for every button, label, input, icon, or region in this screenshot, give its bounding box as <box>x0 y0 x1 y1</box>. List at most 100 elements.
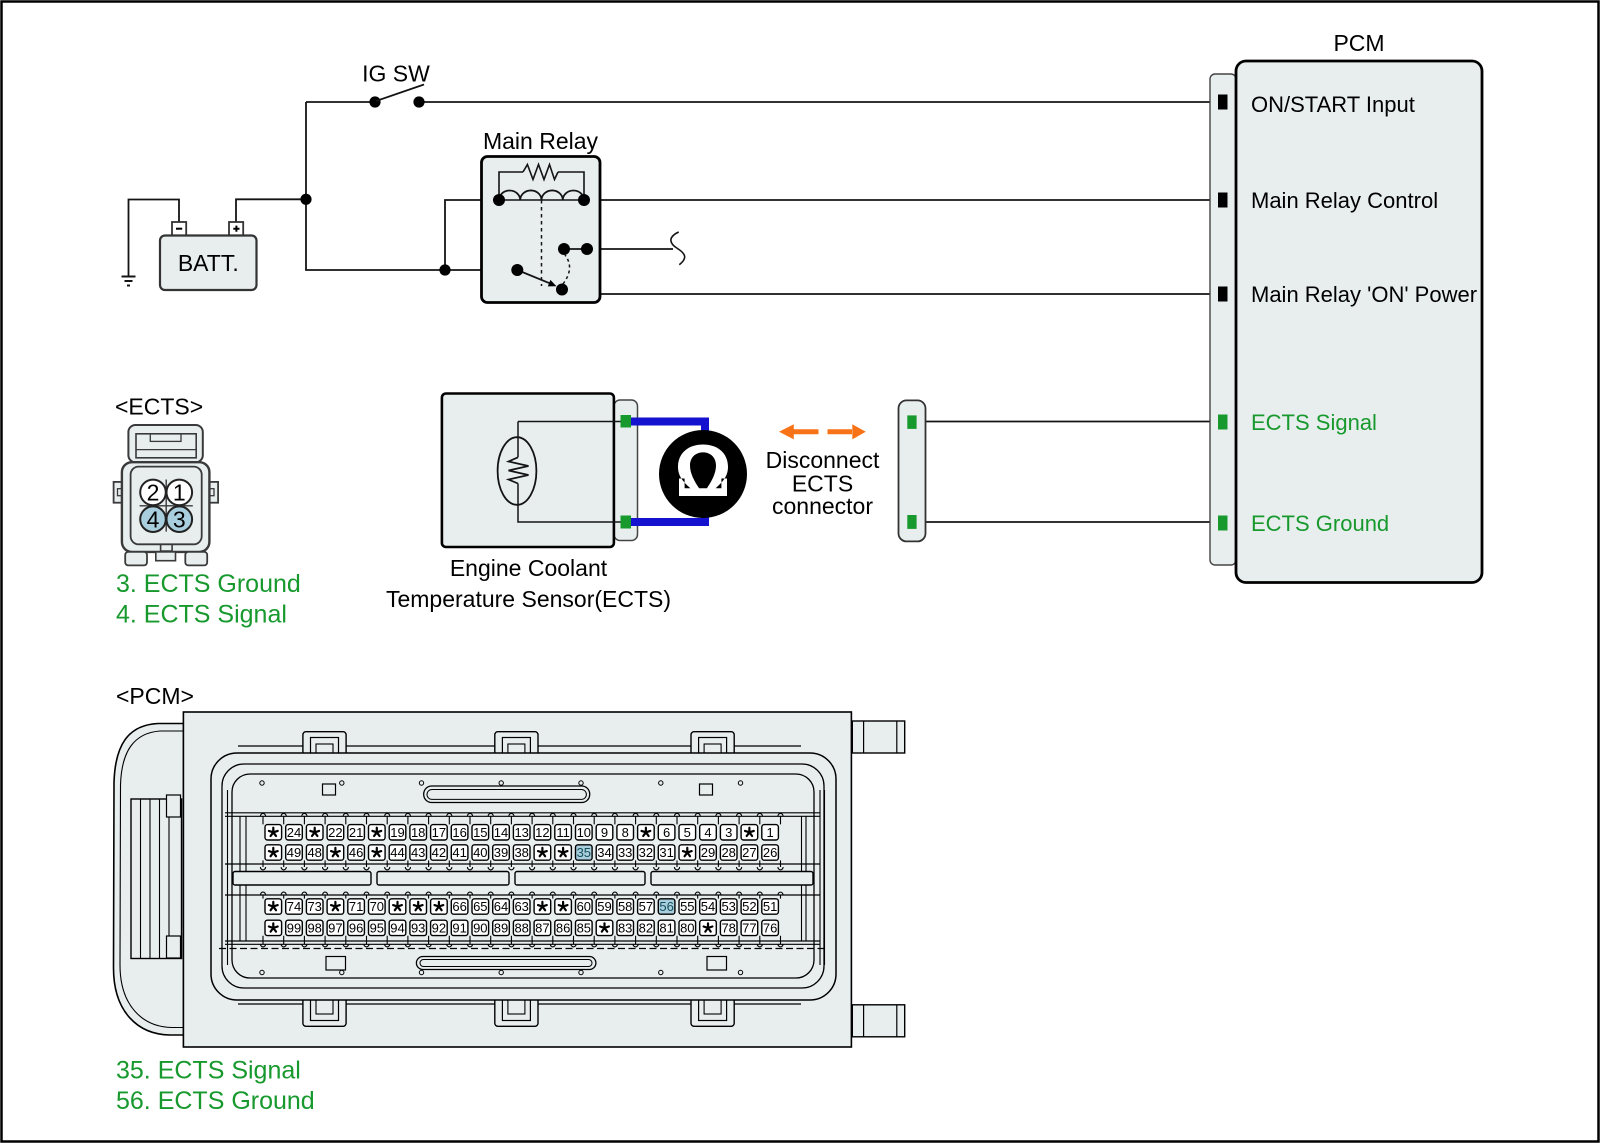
svg-text:73: 73 <box>307 899 321 914</box>
svg-text:63: 63 <box>514 899 528 914</box>
svg-text:26: 26 <box>763 845 777 860</box>
svg-text:59: 59 <box>597 899 611 914</box>
svg-text:66: 66 <box>452 899 466 914</box>
svg-text:Main Relay Control: Main Relay Control <box>1251 188 1438 213</box>
svg-text:<PCM>: <PCM> <box>116 683 194 709</box>
svg-text:87: 87 <box>535 921 549 936</box>
svg-text:14: 14 <box>494 825 508 840</box>
svg-text:3: 3 <box>173 507 186 533</box>
svg-text:39: 39 <box>494 845 508 860</box>
svg-text:ECTS: ECTS <box>792 470 853 496</box>
svg-text:PCM: PCM <box>1333 30 1384 56</box>
svg-text:28: 28 <box>721 845 735 860</box>
svg-text:91: 91 <box>452 921 466 936</box>
svg-text:BATT.: BATT. <box>178 250 239 276</box>
svg-text:1: 1 <box>173 480 186 506</box>
svg-text:82: 82 <box>639 921 653 936</box>
svg-text:77: 77 <box>742 921 756 936</box>
svg-text:ECTS Signal: ECTS Signal <box>1251 410 1377 435</box>
svg-text:17: 17 <box>432 825 446 840</box>
svg-text:56: 56 <box>659 899 673 914</box>
svg-text:46: 46 <box>349 845 363 860</box>
svg-text:92: 92 <box>432 921 446 936</box>
svg-text:94: 94 <box>390 921 404 936</box>
svg-text:4. ECTS Signal: 4. ECTS Signal <box>116 600 287 628</box>
svg-text:22: 22 <box>328 825 342 840</box>
svg-text:33: 33 <box>618 845 632 860</box>
svg-text:3: 3 <box>725 825 732 840</box>
svg-text:90: 90 <box>473 921 487 936</box>
svg-text:19: 19 <box>390 825 404 840</box>
svg-text:34: 34 <box>597 845 611 860</box>
svg-text:70: 70 <box>370 899 384 914</box>
svg-text:97: 97 <box>328 921 342 936</box>
svg-text:98: 98 <box>307 921 321 936</box>
svg-text:41: 41 <box>452 845 466 860</box>
svg-text:13: 13 <box>514 825 528 840</box>
svg-text:Main Relay: Main Relay <box>483 128 599 154</box>
svg-text:35: 35 <box>577 845 591 860</box>
svg-text:56. ECTS Ground: 56. ECTS Ground <box>116 1087 315 1115</box>
svg-text:53: 53 <box>721 899 735 914</box>
svg-text:ECTS Ground: ECTS Ground <box>1251 511 1389 536</box>
svg-text:76: 76 <box>763 921 777 936</box>
svg-text:32: 32 <box>639 845 653 860</box>
svg-text:89: 89 <box>494 921 508 936</box>
svg-text:3. ECTS Ground: 3. ECTS Ground <box>116 570 301 598</box>
svg-text:31: 31 <box>659 845 673 860</box>
svg-text:42: 42 <box>432 845 446 860</box>
svg-text:58: 58 <box>618 899 632 914</box>
svg-text:11: 11 <box>556 825 570 840</box>
svg-text:27: 27 <box>742 845 756 860</box>
svg-text:connector: connector <box>772 493 873 519</box>
svg-text:55: 55 <box>680 899 694 914</box>
svg-text:5: 5 <box>684 825 691 840</box>
svg-text:Temperature Sensor(ECTS): Temperature Sensor(ECTS) <box>386 586 671 612</box>
svg-text:86: 86 <box>556 921 570 936</box>
svg-text:81: 81 <box>659 921 673 936</box>
svg-text:49: 49 <box>287 845 301 860</box>
svg-text:<ECTS>: <ECTS> <box>115 394 203 420</box>
svg-text:88: 88 <box>514 921 528 936</box>
svg-text:99: 99 <box>287 921 301 936</box>
svg-text:4: 4 <box>704 825 711 840</box>
svg-text:80: 80 <box>680 921 694 936</box>
svg-text:40: 40 <box>473 845 487 860</box>
svg-text:1: 1 <box>766 825 773 840</box>
svg-text:9: 9 <box>601 825 608 840</box>
svg-text:2: 2 <box>147 480 160 506</box>
svg-text:IG SW: IG SW <box>362 61 430 87</box>
svg-text:18: 18 <box>411 825 425 840</box>
svg-text:4: 4 <box>147 507 160 533</box>
svg-text:85: 85 <box>577 921 591 936</box>
svg-text:83: 83 <box>618 921 632 936</box>
svg-text:93: 93 <box>411 921 425 936</box>
svg-text:ON/START Input: ON/START Input <box>1251 92 1415 117</box>
svg-text:6: 6 <box>663 825 670 840</box>
svg-text:54: 54 <box>701 899 715 914</box>
svg-text:8: 8 <box>622 825 629 840</box>
svg-text:15: 15 <box>473 825 487 840</box>
svg-text:64: 64 <box>494 899 508 914</box>
svg-text:57: 57 <box>639 899 653 914</box>
svg-text:24: 24 <box>287 825 301 840</box>
svg-text:10: 10 <box>577 825 591 840</box>
svg-text:60: 60 <box>577 899 591 914</box>
svg-text:35. ECTS Signal: 35. ECTS Signal <box>116 1057 301 1085</box>
svg-text:95: 95 <box>370 921 384 936</box>
svg-text:Engine Coolant: Engine Coolant <box>450 555 608 581</box>
svg-text:43: 43 <box>411 845 425 860</box>
svg-text:96: 96 <box>349 921 363 936</box>
svg-text:Disconnect: Disconnect <box>766 447 880 473</box>
svg-text:78: 78 <box>721 921 735 936</box>
svg-text:16: 16 <box>452 825 466 840</box>
svg-text:12: 12 <box>535 825 549 840</box>
svg-text:38: 38 <box>514 845 528 860</box>
svg-text:44: 44 <box>390 845 404 860</box>
svg-text:65: 65 <box>473 899 487 914</box>
svg-text:74: 74 <box>287 899 301 914</box>
svg-text:29: 29 <box>701 845 715 860</box>
svg-text:52: 52 <box>742 899 756 914</box>
svg-text:51: 51 <box>763 899 777 914</box>
svg-text:Main Relay 'ON' Power: Main Relay 'ON' Power <box>1251 282 1477 307</box>
